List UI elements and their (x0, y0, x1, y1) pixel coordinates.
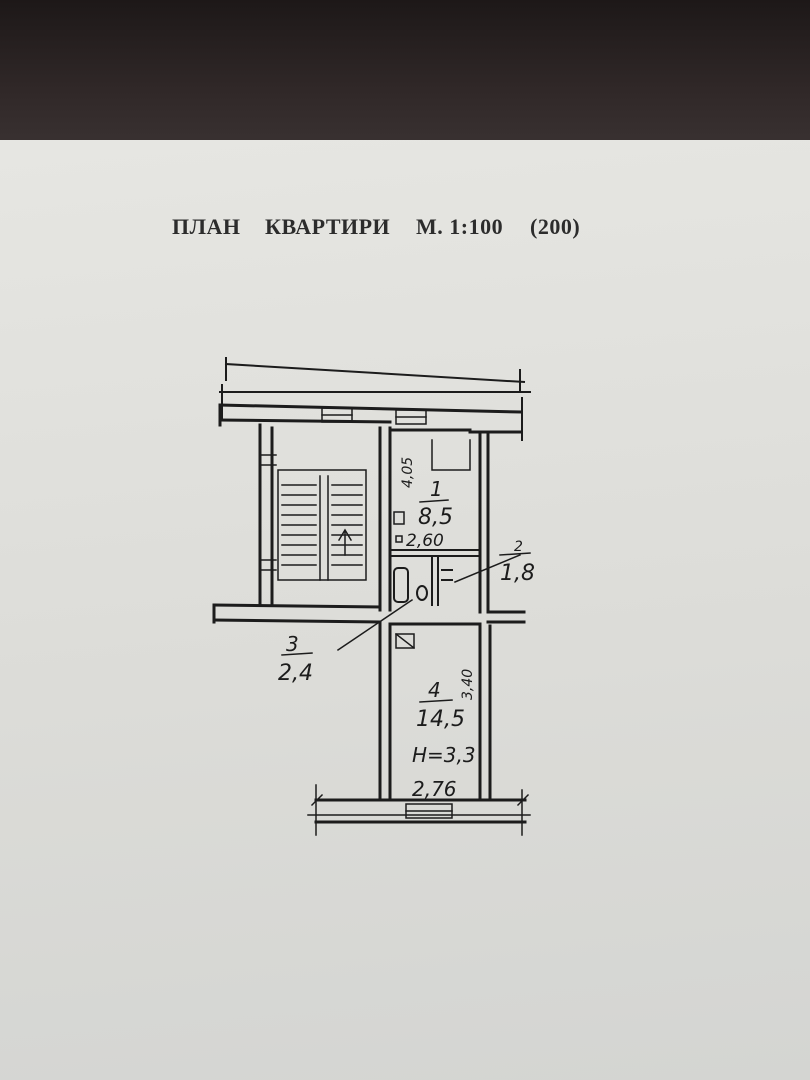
bathroom-walls (389, 549, 481, 606)
room1-length: 4,05 (400, 457, 416, 488)
room4-number: 4 (428, 678, 441, 702)
room3-area: 2,4 (278, 661, 313, 686)
bottom-dimension-line (307, 784, 531, 836)
room1-number: 1 (430, 477, 443, 501)
ceiling-height: Н=3,3 (412, 743, 476, 767)
label-underlines (281, 499, 531, 703)
room1-area: 8,5 (418, 505, 453, 530)
room2-area: 1,8 (500, 561, 535, 586)
room4-area: 14,5 (416, 707, 465, 732)
room4-walls (314, 620, 527, 824)
table-background (0, 0, 810, 150)
room4-length: 3,40 (460, 669, 476, 700)
top-windows (321, 407, 427, 425)
title-plan-word: ПЛАН (172, 214, 241, 239)
room2-number: 2 (514, 539, 523, 555)
room1-width: 2,60 (406, 531, 444, 551)
title-apartment-word: КВАРТИРИ (265, 214, 391, 239)
top-dimension-line (219, 357, 531, 441)
kitchen-fixtures (393, 439, 471, 543)
room4-fixtures (394, 632, 453, 819)
outer-walls (212, 403, 526, 624)
paper-sheet (0, 140, 810, 1080)
room-leaders (336, 554, 521, 652)
room3-number: 3 (286, 632, 299, 656)
title-scale: М. 1:100 (416, 214, 504, 239)
document-title: ПЛАН КВАРТИРИ М. 1:100 (200) (0, 214, 810, 250)
title-scale-alt: (200) (530, 214, 581, 239)
room4-width: 2,76 (412, 777, 457, 801)
staircase (261, 454, 367, 581)
